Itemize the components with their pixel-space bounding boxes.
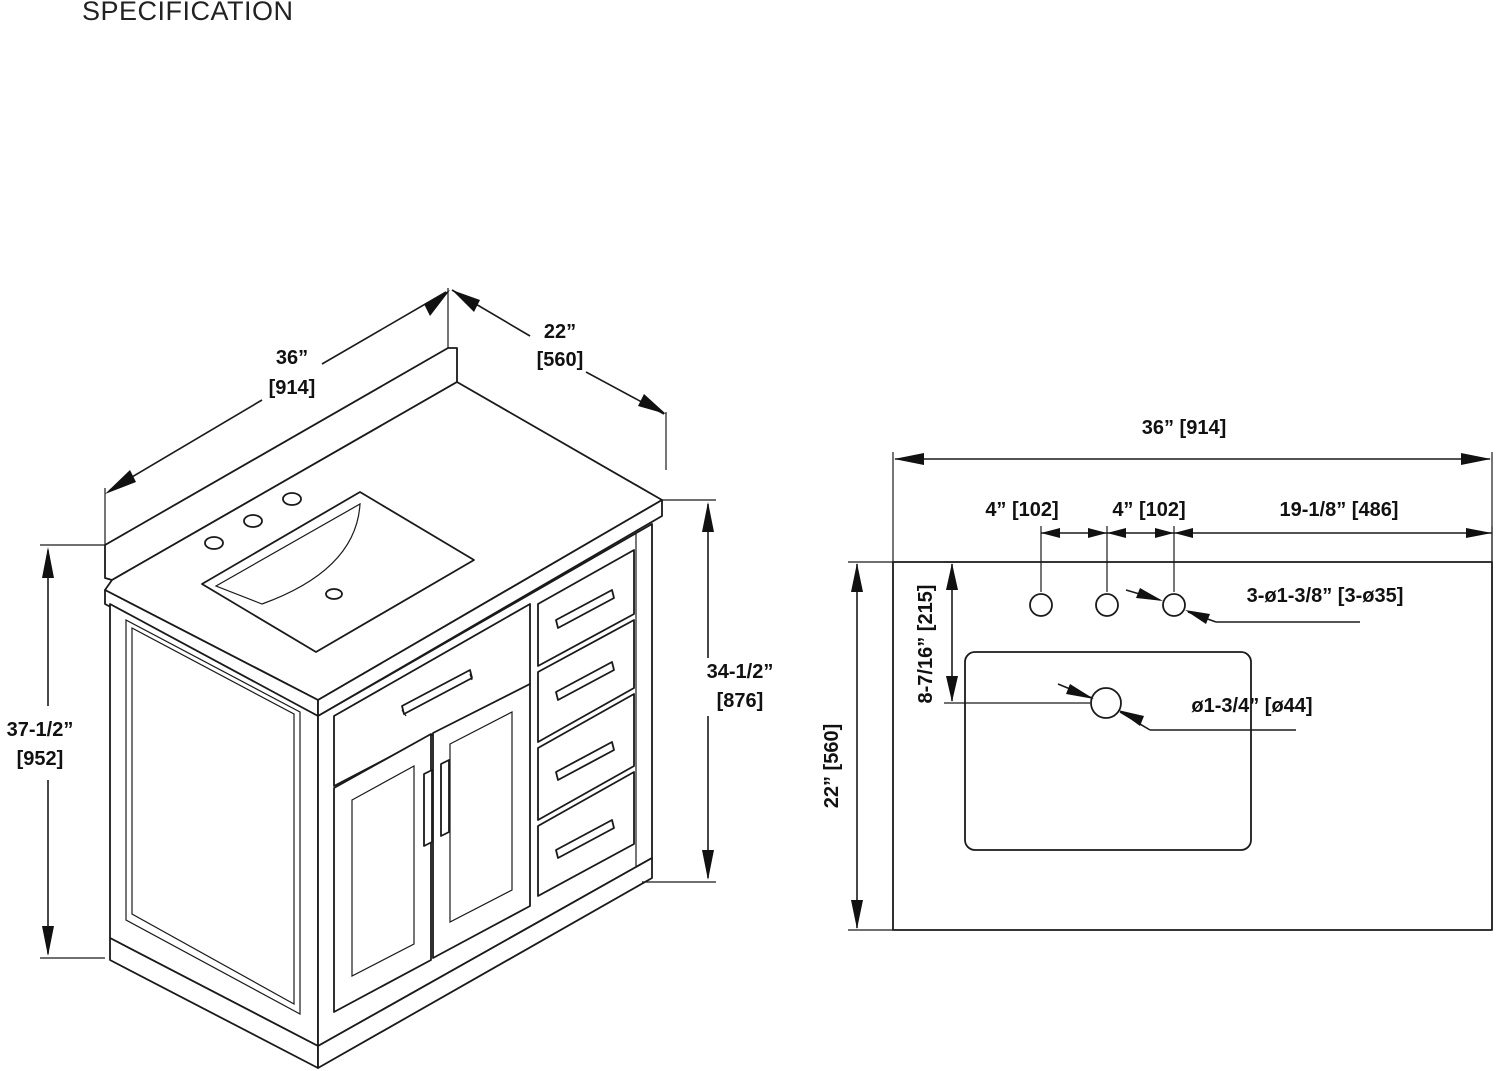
door-handle-left (423, 769, 433, 847)
dimension-top-depth: 22” [560] (821, 561, 893, 931)
depth-mm-label: [560] (537, 349, 584, 371)
faucet-spacing-1-label: 4” [102] (985, 499, 1058, 521)
dimension-hole-depth: 8-7/16” [215] (915, 561, 1090, 704)
countertop-right-edge (317, 499, 663, 717)
dimension-depth: 22” [560] (451, 289, 667, 470)
counter-height-in-label: 34-1/2” (707, 661, 774, 683)
drain-hole-label: ø1-3/4” [ø44] (1191, 695, 1312, 717)
dimension-total-height: 37-1/2” [952] (7, 544, 105, 959)
side-drawer-4 (537, 771, 635, 897)
total-height-mm-label: [952] (17, 748, 64, 770)
faucet-hole-3 (282, 492, 302, 506)
hole-depth-label: 8-7/16” [215] (915, 585, 937, 704)
top-width-label: 36” [914] (1142, 417, 1227, 439)
sink-basin (201, 491, 475, 653)
counter-height-mm-label: [876] (717, 690, 764, 712)
left-door (333, 733, 433, 1013)
side-drawer-2 (537, 619, 635, 743)
faucet-hole-center (1095, 593, 1119, 617)
right-offset-label: 19-1/8” [486] (1280, 499, 1399, 521)
width-in-label: 36” (276, 347, 308, 369)
drain-hole (325, 588, 343, 600)
dimension-faucet-spacing: 4” [102] 4” [102] 19-1/8” [486] (985, 499, 1493, 592)
depth-in-label: 22” (544, 321, 576, 343)
page-title: SPECIFICATION (82, 0, 294, 26)
sink-outline (964, 651, 1252, 851)
drain-hole-top (1090, 687, 1122, 719)
countertop-top-view: 36” [914] 4” [102] 4” [102] 19-1/8” [486… (821, 417, 1493, 931)
dimension-drain-hole: ø1-3/4” [ø44] (1057, 683, 1313, 731)
dimension-counter-height: 34-1/2” [876] (642, 499, 774, 883)
door-handle-right (440, 759, 450, 837)
faucet-hole-2 (243, 514, 263, 528)
side-drawer-3 (537, 693, 635, 821)
side-drawer-1 (537, 549, 635, 667)
faucet-hole-1 (204, 536, 224, 550)
dimension-width: 36” [914] (104, 288, 450, 545)
total-height-in-label: 37-1/2” (7, 719, 74, 741)
vanity-isometric-view: 36” [914] 22” [560] 37-1/2” [952] (7, 288, 774, 1069)
dimension-faucet-holes: 3-ø1-3/8” [3-ø35] (1125, 585, 1404, 624)
faucet-hole-left (1029, 593, 1053, 617)
faucet-spacing-2-label: 4” [102] (1112, 499, 1185, 521)
faucet-holes-label: 3-ø1-3/8” [3-ø35] (1247, 585, 1404, 607)
top-depth-label: 22” [560] (821, 724, 843, 809)
width-mm-label: [914] (269, 377, 316, 399)
right-door (432, 683, 531, 959)
faucet-hole-right (1162, 593, 1186, 617)
dimension-top-width: 36” [914] (892, 417, 1493, 562)
